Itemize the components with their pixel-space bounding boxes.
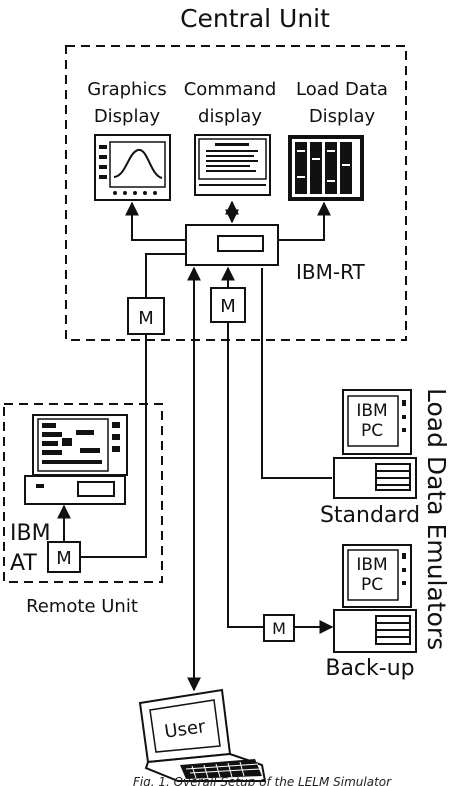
standard-pc-label-line2: PC (361, 421, 383, 441)
remote-unit-boundary (3, 403, 163, 583)
backup-pc-label-line2: PC (361, 575, 383, 595)
modem-box-center: M (210, 287, 246, 323)
loaddata-display-monitor-icon (288, 135, 364, 201)
loaddata-display-label-line1: Load Data (296, 79, 388, 100)
remote-unit-label: Remote Unit (26, 596, 138, 617)
remote-ibm-label: IBM (10, 521, 51, 546)
modem-box-remote: M (47, 541, 81, 573)
svg-text:M: M (56, 548, 72, 569)
command-display-label-line1: Command (184, 79, 277, 100)
modem-box-backup: M (263, 614, 295, 642)
figure-caption: Fig. 1. Overall Setup of the LELM Simula… (133, 775, 392, 786)
graphics-display-monitor-icon (94, 134, 171, 201)
user-terminal-icon (138, 688, 267, 782)
graphics-display-label-line2: Display (94, 106, 161, 127)
standard-emulator-label: Standard (320, 503, 420, 528)
graphics-display-label-line1: Graphics (87, 79, 167, 100)
backup-pc-label-line1: IBM (356, 555, 387, 575)
standard-pc-label-line1: IBM (356, 401, 387, 421)
ibm-rt-label: IBM-RT (296, 260, 366, 284)
svg-text:M: M (220, 296, 236, 317)
ibm-rt-unit-icon (185, 224, 279, 266)
load-data-emulators-title: Load Data Emulators (422, 388, 451, 650)
svg-text:M: M (272, 619, 286, 638)
central-unit-boundary (65, 45, 407, 341)
svg-text:M: M (138, 308, 154, 329)
command-display-label-line2: display (198, 106, 262, 127)
backup-emulator-label: Back-up (325, 656, 414, 681)
standard-pc-icon (333, 389, 417, 499)
remote-at-label: AT (10, 551, 37, 576)
central-unit-title: Central Unit (180, 4, 330, 33)
command-display-monitor-icon (194, 134, 271, 196)
modem-box-left: M (127, 297, 165, 335)
ibm-at-computer-icon (24, 414, 128, 505)
backup-pc-icon (333, 544, 417, 653)
loaddata-display-label-line2: Display (309, 106, 376, 127)
